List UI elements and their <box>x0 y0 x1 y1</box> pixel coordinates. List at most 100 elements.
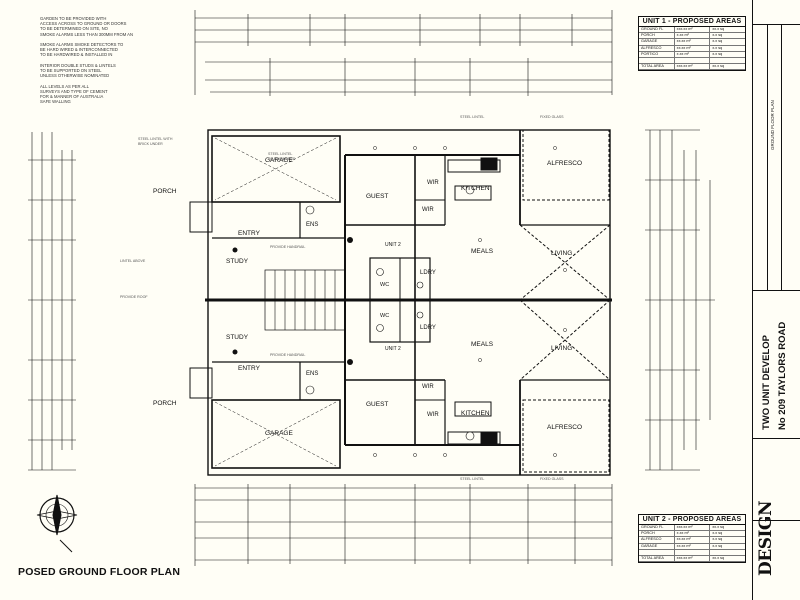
area-table-cell: xx.x sq <box>712 525 725 529</box>
area-table-cell: xxx.xx m² <box>675 27 711 33</box>
area-table-cell: PORTICO <box>639 51 675 57</box>
room-garage-unit1: GARAGE <box>265 157 293 164</box>
room-meals-unit1: MEALS <box>471 248 494 255</box>
area-table-cell: x.xx m² <box>675 51 711 57</box>
room-living-unit1: LIVING <box>551 250 573 257</box>
room-study-unit1: STUDY <box>226 258 249 265</box>
room-entry-unit2: ENTRY <box>238 365 260 372</box>
area-table-cell: xxx.xx m² <box>675 64 711 70</box>
building-walls <box>189 129 612 476</box>
area-table-cell: x.x sq <box>712 39 723 44</box>
area-table-cell: x.xx m² <box>675 33 711 39</box>
room-wc-unit1: WC <box>380 282 390 288</box>
room-meals-unit2: MEALS <box>471 341 494 348</box>
room-wir-unit2: WIR <box>427 412 439 418</box>
plan-title: POSED GROUND FLOOR PLAN <box>18 566 181 578</box>
area-table-cell: GROUND FL <box>639 27 675 33</box>
area-table-cell: xx.xx m² <box>675 543 711 549</box>
unit-label-2-bottom: UNIT 2 <box>385 346 401 352</box>
area-table-cell <box>675 57 711 64</box>
area-table-cell: x.xx m² <box>675 531 711 537</box>
room-wir-unit1b: WIR <box>422 207 434 213</box>
unit2-table-title: UNIT 2 - PROPOSED AREAS <box>639 515 745 525</box>
top-dimension-lines <box>194 10 613 96</box>
north-arrow <box>36 494 78 553</box>
room-wir-unit2b: WIR <box>422 384 434 390</box>
note-line: UNLESS OTHERWISE NOMINATED <box>40 73 110 79</box>
room-entry-unit1: ENTRY <box>238 230 260 237</box>
area-table-cell: x.x sq <box>712 51 723 56</box>
room-kitchen-unit1: KITCHEN <box>461 185 490 192</box>
smoke-alarms <box>232 237 353 365</box>
area-table-cell: xxx.xx m² <box>675 525 711 531</box>
room-alfresco-unit1: ALFRESCO <box>547 160 583 167</box>
note-line: TO BE SUPPORTED ON STEEL <box>40 68 102 74</box>
plan-callouts: STEEL LINTEL TO ENGINEERS STEEL LINTEL W… <box>120 115 564 481</box>
area-table-cell: ALFRESCO <box>639 45 675 51</box>
room-wc-unit2: WC <box>380 313 390 319</box>
room-study-unit2: STUDY <box>226 334 249 341</box>
note-line: SMOKE ALARMS SMOKE DETECTORS TO <box>40 42 124 48</box>
area-table-cell: x.x sq <box>712 543 723 548</box>
svg-text:PROVIDE HANDRAIL: PROVIDE HANDRAIL <box>270 353 305 357</box>
lights <box>373 146 567 457</box>
unit-label-2-top: UNIT 2 <box>385 242 401 248</box>
area-table-cell: PORCH <box>639 33 675 39</box>
svg-text:PROVIDE HANDRAIL: PROVIDE HANDRAIL <box>270 245 305 249</box>
note-line: GARDEN TO BE PROVIDED WITH <box>40 16 107 21</box>
stair-treads <box>274 270 336 330</box>
room-kitchen-unit2: KITCHEN <box>461 410 490 417</box>
svg-text:TO ENGINEERS: TO ENGINEERS <box>268 157 296 161</box>
area-table-cell: xx.xx m² <box>675 537 711 543</box>
note-line: ALL LEVELS AS PER ALL <box>40 83 89 89</box>
area-table-cell: TOTAL AREA <box>639 555 675 562</box>
area-table-cell: xxx.xx m² <box>675 555 711 562</box>
area-table-cell: PORCH <box>639 531 675 537</box>
svg-text:STEEL LINTEL: STEEL LINTEL <box>460 477 484 481</box>
area-table-cell <box>675 549 711 555</box>
room-laundry-unit2: LDRY <box>420 325 436 331</box>
note-line: SMOKE ALARMS LESS THAN 300MM FROM AN <box>40 31 134 37</box>
fixtures <box>305 185 475 441</box>
left-dimension-lines <box>28 132 76 471</box>
room-garage-unit2: GARAGE <box>265 430 293 437</box>
note-line: FOR & MANNER OF AUSTRALIA <box>40 94 104 100</box>
area-table-cell <box>710 550 745 555</box>
area-table-cell: xx.x sq <box>712 27 725 31</box>
bottom-dimension-lines <box>194 484 613 566</box>
area-table-cell: xx.x sq <box>712 64 725 69</box>
sheet-name: GROUND FLOOR PLAN <box>770 100 775 150</box>
svg-text:STEEL LINTEL WITH: STEEL LINTEL WITH <box>138 137 173 141</box>
area-table-cell <box>710 58 745 63</box>
area-table-cell: x.x sq <box>712 45 723 50</box>
area-table-cell: xx.xx m² <box>675 39 711 45</box>
room-laundry-unit1: LDRY <box>420 270 436 276</box>
svg-text:PROVIDE ROOF: PROVIDE ROOF <box>120 295 148 299</box>
note-line: SURVEYS AND TYPE OF CEMENT <box>40 88 108 94</box>
svg-text:BRICK UNDER: BRICK UNDER <box>138 142 163 146</box>
room-porch-unit1: PORCH <box>153 188 177 195</box>
room-alfresco-unit2: ALFRESCO <box>547 424 583 431</box>
note-line: TO BE HARDWIRED & INSTALLED IN <box>40 52 113 58</box>
design-logo: DESIGN <box>756 501 776 576</box>
project-title: TWO UNIT DEVELOP <box>761 335 772 430</box>
area-table-row <box>639 549 745 556</box>
note-line: INTERIOR DOUBLE STUDS & LINTELS <box>40 62 116 68</box>
area-table-cell: ALFRESCO <box>639 537 675 543</box>
room-porch-unit2: PORCH <box>153 400 177 407</box>
unit1-table-title: UNIT 1 - PROPOSED AREAS <box>639 17 745 27</box>
area-table-cell: xx.xx m² <box>675 45 711 51</box>
svg-text:FIXED GLASS: FIXED GLASS <box>540 115 564 119</box>
room-wir-unit1: WIR <box>427 180 439 186</box>
